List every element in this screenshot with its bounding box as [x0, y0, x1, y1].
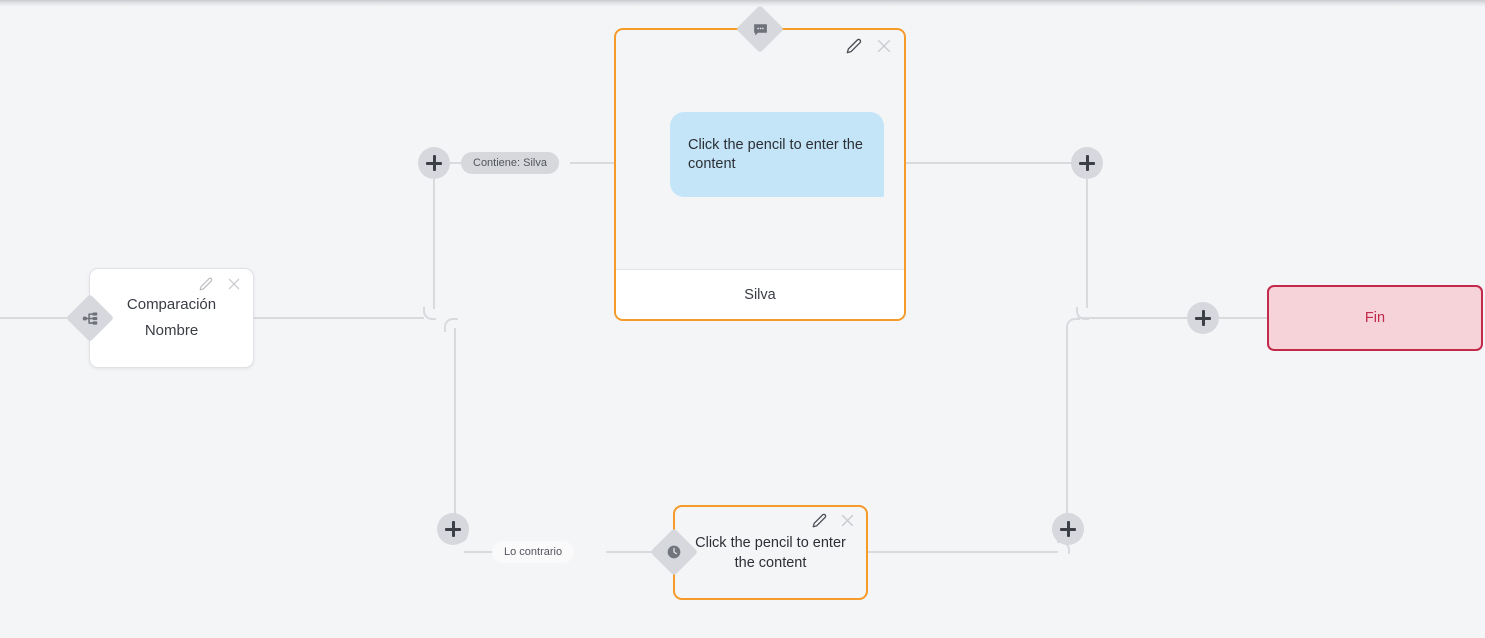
add-node-after-message[interactable] — [1071, 147, 1103, 179]
add-node-false-branch[interactable] — [437, 513, 469, 545]
close-icon[interactable] — [840, 513, 855, 528]
edge-corner-up-true — [423, 307, 436, 320]
pencil-icon[interactable] — [812, 513, 827, 528]
edge-end-plus-to-end — [1219, 317, 1267, 319]
edge-corner-false-top — [444, 318, 458, 332]
pencil-icon[interactable] — [199, 277, 213, 291]
chat-bubble-glyph — [753, 23, 767, 36]
comparison-title: Comparación — [126, 296, 217, 313]
comparison-card-actions — [199, 277, 241, 291]
edge-comparison-out — [254, 317, 424, 319]
wait-card-body[interactable]: Click the pencil to enter the content — [695, 534, 846, 571]
edge-message-merge-vertical — [1086, 179, 1088, 308]
add-node-before-end[interactable] — [1187, 302, 1219, 334]
edge-merge-to-end-plus — [1077, 317, 1190, 319]
edge-wait-merge-vertical — [1066, 329, 1068, 542]
edge-false-label-to-card — [606, 551, 656, 553]
node-message-card[interactable]: Click the pencil to enter the content Si… — [614, 28, 906, 321]
edge-to-false-label — [464, 551, 498, 553]
wait-card-actions — [812, 513, 855, 528]
edge-false-branch-vertical — [454, 328, 456, 530]
clock-icon — [650, 528, 698, 576]
close-icon[interactable] — [876, 38, 892, 54]
node-comparison[interactable]: Comparación Nombre — [89, 268, 254, 368]
edge-label-false-branch[interactable]: Lo contrario — [492, 541, 575, 563]
edge-label-true-branch[interactable]: Contiene: Silva — [461, 152, 559, 174]
edge-true-branch-vertical — [433, 179, 435, 309]
node-wait-card[interactable]: Click the pencil to enter the content — [673, 505, 868, 600]
edge-corner-merge-bottom — [1066, 318, 1080, 332]
window-top-shadow — [0, 0, 1485, 7]
edge-wait-card-out — [868, 551, 1058, 553]
edge-true-label-to-card — [570, 162, 616, 164]
add-node-true-branch[interactable] — [418, 147, 450, 179]
add-node-after-wait[interactable] — [1052, 513, 1084, 545]
sitemap-icon — [66, 294, 114, 342]
message-card-footer: Silva — [616, 269, 904, 319]
message-card-actions — [846, 38, 892, 54]
comparison-subtitle: Nombre — [144, 322, 199, 339]
edge-message-card-out — [906, 162, 1074, 164]
edge-canvas-to-comparison — [0, 317, 78, 319]
comparison-input-port[interactable] — [65, 293, 115, 343]
wait-card-input-port[interactable] — [649, 527, 699, 577]
message-card-input-port[interactable] — [735, 4, 785, 54]
edge-corner-merge-top — [1076, 307, 1089, 320]
pencil-icon[interactable] — [846, 38, 862, 54]
message-bubble[interactable]: Click the pencil to enter the content — [670, 112, 884, 197]
close-icon[interactable] — [227, 277, 241, 291]
node-end[interactable]: Fin — [1267, 285, 1483, 351]
chat-bubble-icon — [736, 5, 784, 53]
